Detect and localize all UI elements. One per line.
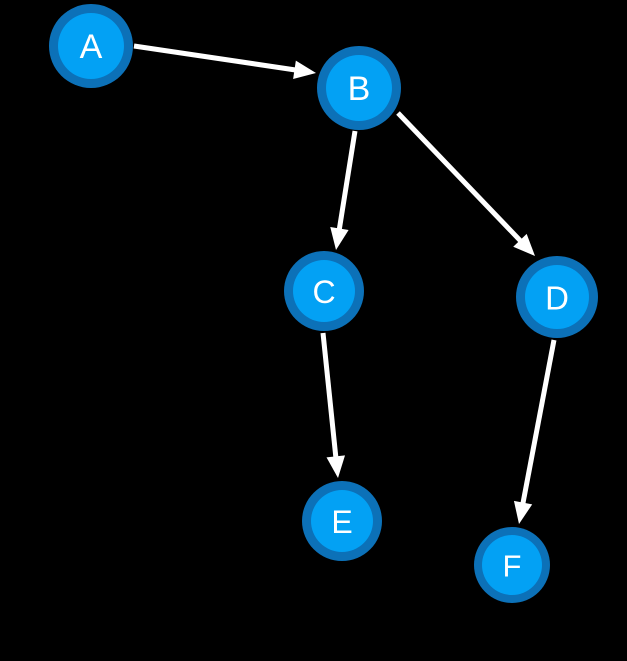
edge-arrowhead-icon — [326, 455, 346, 478]
edge-arrowhead-icon — [513, 233, 535, 256]
edge-a-to-b — [133, 43, 316, 80]
node-label: C — [312, 274, 335, 310]
edge-line — [320, 332, 339, 462]
node-label: A — [80, 28, 103, 66]
node-core — [326, 55, 392, 121]
node-core — [525, 265, 589, 329]
edge-d-to-f — [513, 339, 557, 524]
edge-line — [336, 130, 358, 234]
node-c[interactable]: C — [284, 251, 364, 331]
node-core — [293, 260, 355, 322]
edges-layer — [133, 43, 557, 524]
edge-c-to-e — [320, 332, 346, 478]
edge-arrowhead-icon — [293, 60, 316, 80]
edge-b-to-d — [396, 111, 535, 256]
node-label: E — [331, 504, 352, 540]
node-label: B — [348, 70, 371, 108]
edge-line — [519, 339, 557, 508]
node-core — [311, 490, 373, 552]
nodes-layer: A B C D E F — [49, 4, 598, 603]
node-a[interactable]: A — [49, 4, 133, 88]
node-b[interactable]: B — [317, 46, 401, 130]
node-f[interactable]: F — [474, 527, 550, 603]
node-core — [58, 13, 124, 79]
node-label: D — [545, 280, 569, 317]
edge-b-to-c — [330, 130, 358, 250]
node-d[interactable]: D — [516, 256, 598, 338]
edge-arrowhead-icon — [330, 227, 349, 250]
node-label: F — [503, 549, 522, 584]
node-core — [482, 535, 542, 595]
edge-line — [396, 111, 525, 246]
edge-line — [133, 43, 300, 73]
edge-arrowhead-icon — [513, 500, 533, 524]
node-e[interactable]: E — [302, 481, 382, 561]
